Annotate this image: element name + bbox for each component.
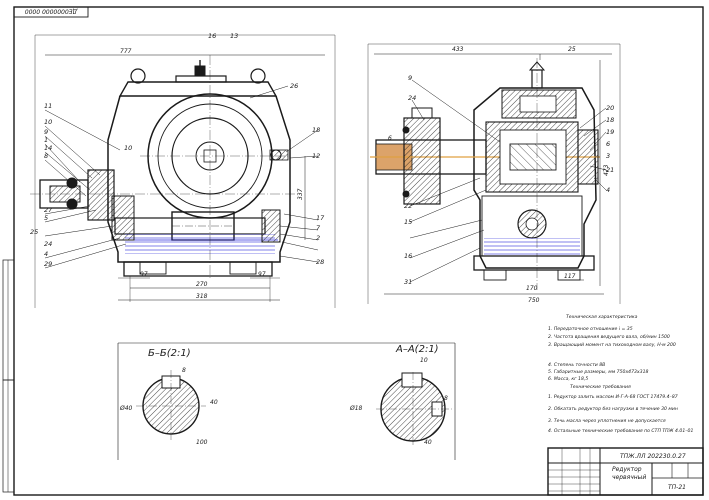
tech-req: 3. Течь масла через уплотнения не допуск… xyxy=(548,418,666,424)
leader-label: 19 xyxy=(606,128,614,136)
leader-label: 16 xyxy=(208,32,216,40)
leader-label: 26 xyxy=(290,82,298,90)
leader-label: 1 xyxy=(44,136,48,144)
leader-label: 24 xyxy=(408,94,416,102)
section-bb-dim: 40 xyxy=(210,399,218,406)
leader-label: 18 xyxy=(606,116,614,124)
left-view xyxy=(30,34,336,308)
tech-req: 2. Обкатать редуктор без нагрузки в тече… xyxy=(548,406,678,412)
section-bb-dim: 8 xyxy=(182,367,186,374)
tech-req: 4. Остальные технические требования по С… xyxy=(548,428,693,434)
tech-characteristics-title: Техническая характеристика xyxy=(566,314,638,320)
section-bb-dim: Ø40 xyxy=(119,405,133,412)
leader-label: 10 xyxy=(44,118,52,126)
leader-label: 22 xyxy=(404,202,412,210)
title-block-code: ТПЖ.ЛЛ 202230.0.27 xyxy=(620,453,686,460)
section-bb-dim: 100 xyxy=(196,439,208,446)
leader-label: 5 xyxy=(44,214,48,222)
sections-panel xyxy=(117,342,456,460)
dim-bottom-c: 170 xyxy=(526,285,538,292)
title-block-sheet: ТП-21 xyxy=(668,484,686,491)
section-aa-dim: 8 xyxy=(444,395,448,402)
title-block-name-1: Редуктор xyxy=(612,466,642,473)
tech-note: 2. Частота вращения ведущего вала, об/ми… xyxy=(548,334,670,340)
right-view xyxy=(367,43,621,304)
dim-bottom: 750 xyxy=(528,297,540,304)
corner-stamp: ДЕ0000000 0000 xyxy=(25,8,79,15)
leader-label: 6 xyxy=(606,140,610,148)
dim-right-height: 337 xyxy=(297,188,304,200)
section-bb-title: Б–Б(2:1) xyxy=(148,348,191,359)
leader-label: 27 xyxy=(44,206,53,214)
title-block-name-2: червячный xyxy=(612,474,646,481)
leader-label: 16 xyxy=(404,252,412,260)
technical-notes: Техническая характеристика 1. Передаточн… xyxy=(548,314,693,434)
dim-height: 473 xyxy=(603,164,610,176)
dim-top-a: 433 xyxy=(452,46,464,53)
leader-label: 4 xyxy=(606,186,610,194)
dim-top-b: 25 xyxy=(568,46,576,53)
leader-label: 7 xyxy=(316,224,321,232)
section-aa-dim: 40 xyxy=(424,439,432,446)
leader-label: 31 xyxy=(404,278,412,286)
tech-note: 1. Передаточное отношение i = 35 xyxy=(548,326,633,332)
sections-labels: Б–Б(2:1) А–А(2:1) Ø40 8 100 40 Ø18 10 8 … xyxy=(119,344,448,446)
leader-label: 20 xyxy=(606,104,614,112)
dim-bottom-b: 117 xyxy=(564,273,576,280)
leader-label: 29 xyxy=(44,260,52,268)
leader-label: 21 xyxy=(606,166,614,174)
tech-note: 5. Габаритные размеры, мм 750x473x318 xyxy=(548,369,648,375)
leader-label: 12 xyxy=(312,152,320,160)
dim-bottom-b: 318 xyxy=(196,293,208,300)
dim-small-b: 97 xyxy=(258,271,266,278)
leader-label: 13 xyxy=(230,32,238,40)
leader-label: 14 xyxy=(44,144,52,152)
leader-label: 3 xyxy=(606,152,610,160)
leader-label: 9 xyxy=(44,128,48,136)
section-aa-dim: 10 xyxy=(420,357,428,364)
leader-label: 2 xyxy=(316,234,320,242)
leader-label: 4 xyxy=(44,250,48,258)
leader-label: 11 xyxy=(44,102,52,110)
title-block-text: ТПЖ.ЛЛ 202230.0.27 Редуктор червячный ТП… xyxy=(612,453,686,491)
tech-req: 1. Редуктор залить маслом И-Г-А-68 ГОСТ … xyxy=(548,394,678,400)
left-view-dimensions: 777 337 270 318 97 97 xyxy=(120,48,304,300)
tech-note: 3. Вращающий момент на тихоходном валу, … xyxy=(548,342,676,348)
leader-label: 8 xyxy=(44,152,48,160)
tech-note: 4. Степень точности 8В xyxy=(548,362,605,368)
right-view-leaders: 9 24 20 18 19 6 3 21 4 22 15 16 31 xyxy=(404,74,614,286)
left-view-leaders: 16 13 11 10 9 1 14 8 27 5 25 24 26 18 12… xyxy=(30,32,325,268)
leader-label: 28 xyxy=(316,258,324,266)
section-aa-title: А–А(2:1) xyxy=(395,344,439,355)
dim-overall-top: 777 xyxy=(120,48,132,55)
leader-label: 24 xyxy=(44,240,52,248)
dim-small-a: 97 xyxy=(140,271,148,278)
leader-label: 25 xyxy=(30,228,38,236)
leader-label: 17 xyxy=(316,214,325,222)
tech-note: 6. Масса, кг 18,5 xyxy=(548,376,588,382)
dim-bottom-a: 270 xyxy=(196,281,208,288)
leader-label: 18 xyxy=(312,126,320,134)
title-block xyxy=(547,447,704,496)
leader-label: 9 xyxy=(408,74,412,82)
right-view-dimensions: 433 25 6 473 750 117 170 xyxy=(388,46,610,304)
leader-label: 15 xyxy=(404,218,412,226)
dim-left-a: 6 xyxy=(388,135,392,142)
tech-requirements-title: Технические требования xyxy=(570,384,631,390)
leader-label: 10 xyxy=(124,144,132,152)
sheet-frame: ДЕ0000000 0000 xyxy=(2,6,704,496)
section-aa-dim: Ø18 xyxy=(349,405,363,412)
